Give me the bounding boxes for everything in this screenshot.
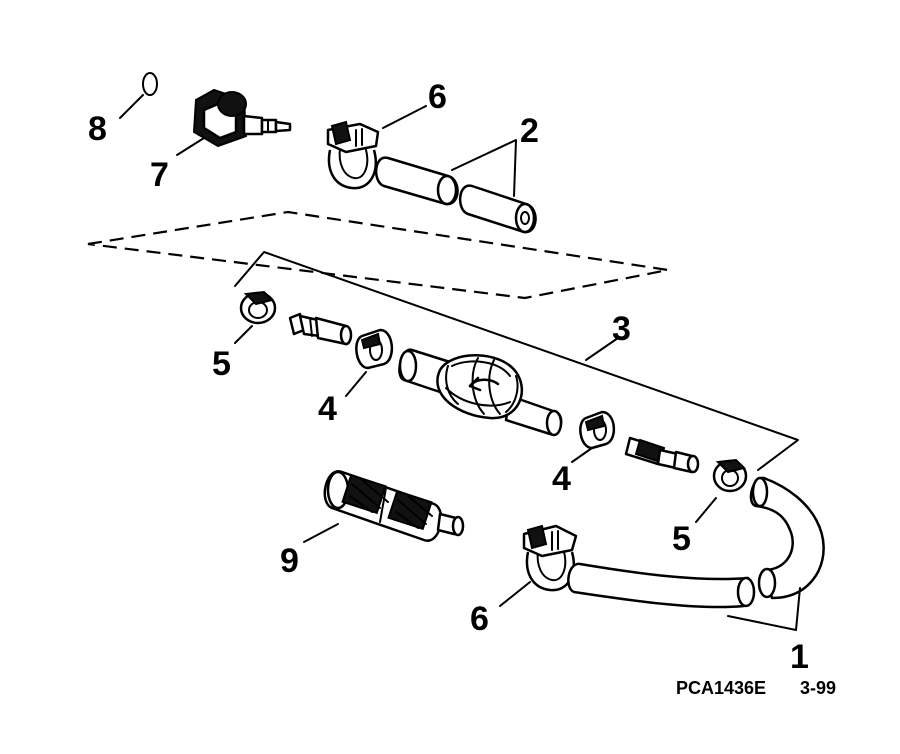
callout-6-upper: 6	[428, 78, 447, 116]
leader-4-left	[345, 371, 367, 397]
date-code-label: 3-99	[800, 678, 836, 698]
part-7-connector	[192, 88, 292, 148]
part-9-fuel-filter	[323, 470, 465, 542]
part-8-o-ring	[142, 72, 158, 96]
part-2-hose-pieces	[375, 156, 537, 234]
part-5-clamp-right	[712, 458, 748, 493]
callout-3: 3	[612, 310, 631, 348]
leader-5-right	[695, 497, 717, 523]
leader-6-upper	[382, 105, 427, 129]
leader-7	[176, 137, 205, 156]
part-6-clamp-lower	[522, 524, 578, 592]
leader-2	[451, 139, 517, 197]
leader-8	[119, 94, 144, 119]
callout-2: 2	[520, 112, 539, 150]
assembly-bracket	[234, 251, 799, 471]
leader-9	[303, 523, 339, 543]
part-4-clamp-right	[579, 410, 615, 450]
part-5-clamp-left	[239, 290, 277, 325]
callout-1: 1	[790, 638, 809, 676]
leader-6-lower	[499, 581, 531, 607]
callout-4-right: 4	[552, 460, 571, 498]
callout-8: 8	[88, 110, 107, 148]
callout-5-right: 5	[672, 520, 691, 558]
callout-4-left: 4	[318, 390, 337, 428]
part-3-primer-bulb	[398, 348, 563, 437]
callout-9: 9	[280, 542, 299, 580]
leader-4-right	[571, 447, 593, 463]
dashed-group-outline	[87, 210, 669, 300]
leader-3	[585, 337, 619, 361]
part-4-clamp-left	[355, 328, 393, 370]
part-6-clamp-upper	[326, 120, 380, 190]
part-1-fuel-hose	[567, 476, 825, 609]
callout-5-left: 5	[212, 345, 231, 383]
callout-6-lower: 6	[470, 600, 489, 638]
fitting-barb-left	[288, 312, 353, 346]
part-code-label: PCA1436E	[676, 678, 766, 698]
leader-5-left	[234, 325, 253, 344]
callout-7: 7	[150, 156, 169, 194]
fitting-barb-right	[624, 436, 700, 474]
leader-1	[727, 587, 801, 631]
